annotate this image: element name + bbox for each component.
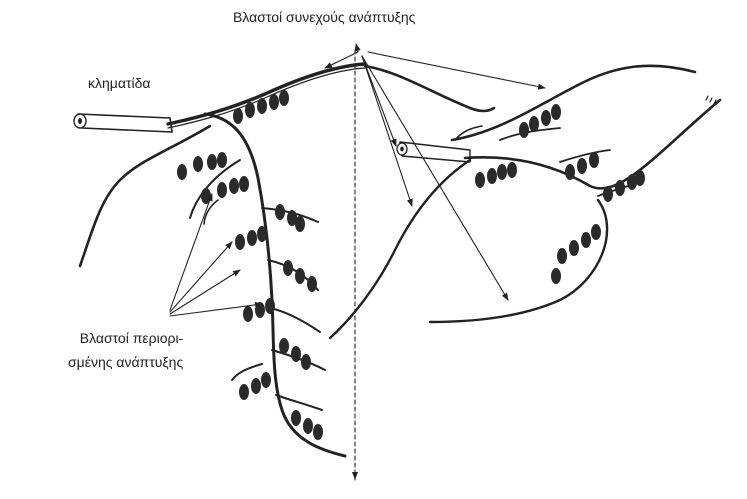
right-cane bbox=[330, 66, 720, 338]
label-cane: κληματίδα bbox=[88, 74, 150, 92]
pointer-arrows-bottom bbox=[170, 194, 262, 316]
left-cane bbox=[74, 64, 494, 456]
grape-clusters-left bbox=[177, 90, 323, 440]
label-continuous-growth-shoots: Βλαστοί συνεχούς ανάπτυξης bbox=[233, 8, 415, 26]
dashed-vertical-line bbox=[352, 50, 358, 480]
label-limited-line-1: Βλαστοί περιορι- bbox=[68, 326, 183, 350]
label-limited-growth-shoots: Βλαστοί περιορι- σμένης ανάπτυξης bbox=[68, 326, 183, 374]
label-limited-line-2: σμένης ανάπτυξης bbox=[68, 350, 183, 374]
shoot-tip-marks bbox=[706, 96, 716, 104]
grape-clusters-right bbox=[475, 104, 645, 284]
